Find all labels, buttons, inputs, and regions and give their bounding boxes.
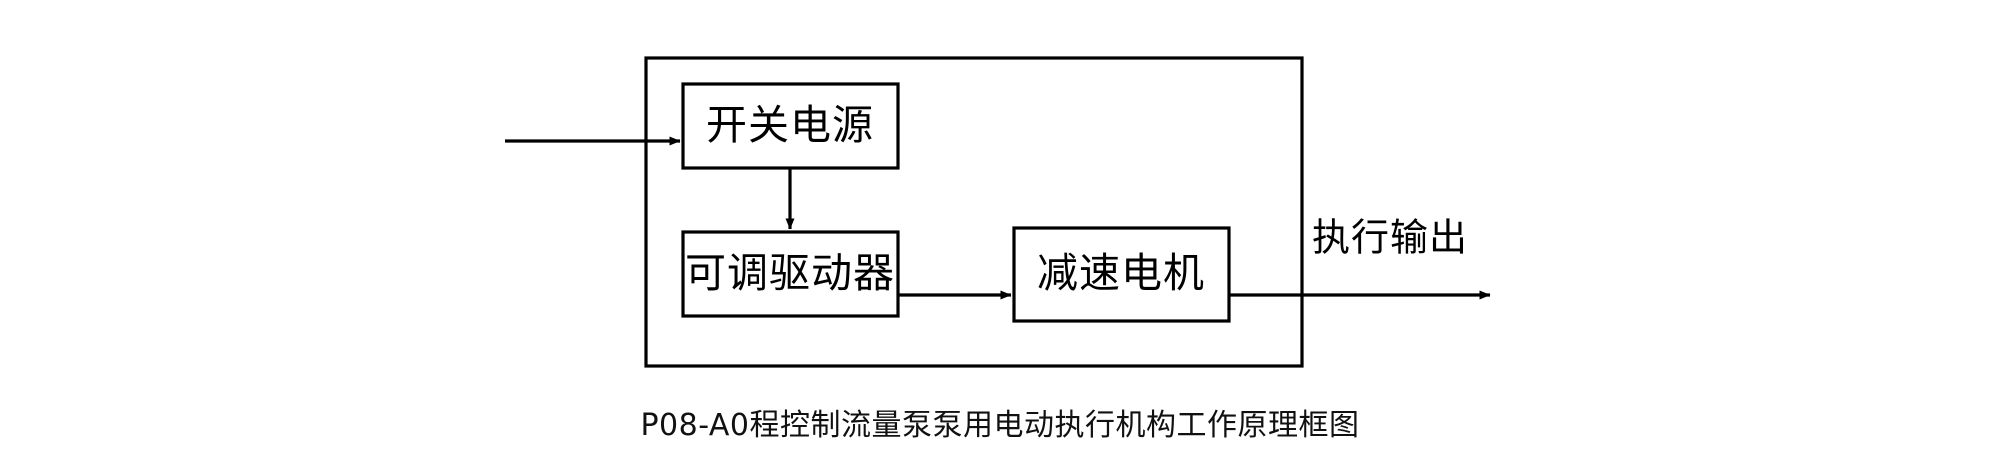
- adjustable-driver-box: [681, 230, 900, 318]
- switching-power-supply-label: 开关电源: [706, 101, 874, 149]
- adjustable-driver-label: 可调驱动器: [685, 249, 895, 297]
- output-label: 执行输出: [1312, 216, 1468, 260]
- diagram-caption: P08-A0程控制流量泵泵用电动执行机构工作原理框图: [640, 408, 1360, 443]
- switching-power-supply-box: [681, 82, 900, 170]
- gear-motor-label: 减速电机: [1037, 249, 1205, 297]
- gear-motor-box: [1012, 226, 1231, 323]
